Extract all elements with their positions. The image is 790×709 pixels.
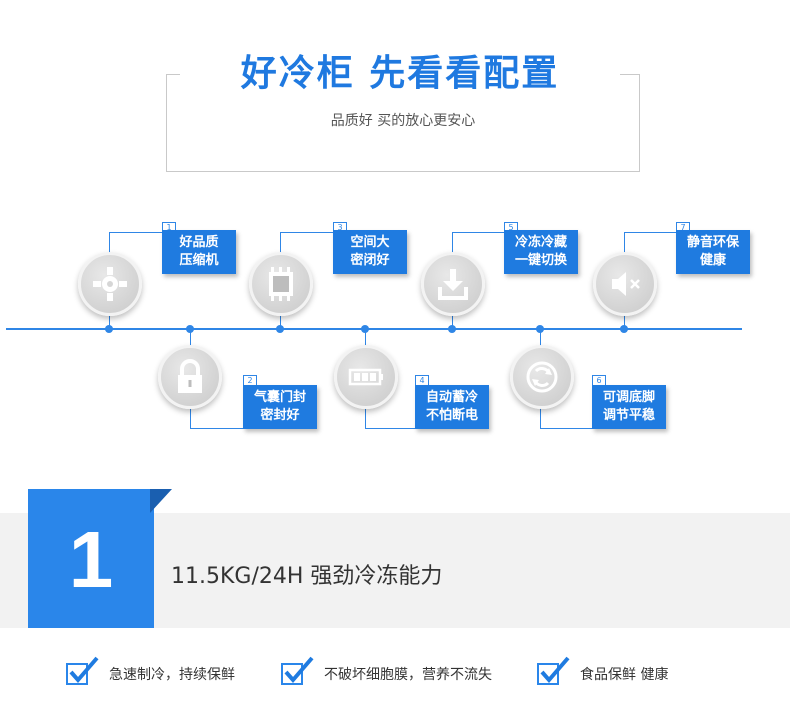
lock-icon <box>178 359 202 393</box>
feature-label-5-line1: 冷冻冷藏 <box>514 235 567 250</box>
feature-label-2-line2: 密封好 <box>260 408 300 423</box>
feature-label-5: 冷冻冷藏一键切换 <box>504 230 578 274</box>
feature-label-3-line2: 密闭好 <box>350 253 390 268</box>
timeline-dot-1 <box>105 325 113 333</box>
feature-circle-1 <box>78 252 142 316</box>
feature-label-3-line1: 空间大 <box>350 235 390 250</box>
feature-label-2-line1: 气囊门封 <box>253 390 306 405</box>
feature-circle-6 <box>510 345 574 409</box>
checkmark-icon <box>537 656 570 685</box>
timeline-dot-4 <box>361 325 369 333</box>
check-item-3-text: 食品保鲜 健康 <box>580 667 669 683</box>
feature-label-4-line1: 自动蓄冷 <box>425 390 478 405</box>
mute-icon <box>612 272 640 296</box>
feature-circle-7 <box>593 252 657 316</box>
highlight-fold <box>150 489 172 513</box>
timeline-dot-2 <box>186 325 194 333</box>
header-line-right <box>610 74 640 75</box>
timeline <box>6 328 742 330</box>
page-subtitle: 品质好 买的放心更安心 <box>330 113 476 129</box>
timeline-dot-5 <box>448 325 456 333</box>
chip-icon <box>269 267 293 301</box>
feature-label-7: 静音环保健康 <box>676 230 750 274</box>
feature-circle-5 <box>421 252 485 316</box>
timeline-dot-6 <box>536 325 544 333</box>
feature-label-1: 好品质压缩机 <box>162 230 236 274</box>
download-icon <box>438 269 468 300</box>
feature-label-5-line2: 一键切换 <box>514 253 567 268</box>
feature-label-4: 自动蓄冷不怕断电 <box>415 385 489 429</box>
feature-label-3: 空间大密闭好 <box>333 230 407 274</box>
connector-7-h <box>624 232 676 233</box>
battery-icon <box>348 368 383 386</box>
highlight-number-box <box>28 489 154 628</box>
page-title: 好冷柜 先看看配置 <box>180 44 620 96</box>
connector-1-h <box>109 232 162 233</box>
check-item-1-text: 急速制冷，持续保鲜 <box>109 667 235 683</box>
feature-label-2: 气囊门封密封好 <box>243 385 317 429</box>
feature-circle-3 <box>249 252 313 316</box>
highlight-number: 1 <box>68 515 114 604</box>
timeline-dot-7 <box>620 325 628 333</box>
checkmark-icon <box>66 656 99 685</box>
connector-3-h <box>280 232 333 233</box>
connector-2-h <box>190 428 243 429</box>
feature-label-1-line2: 压缩机 <box>179 253 219 268</box>
feature-circle-2 <box>158 345 222 409</box>
check-item-2-text: 不破坏细胞膜，营养不流失 <box>324 667 492 683</box>
feature-label-1-line1: 好品质 <box>179 235 219 250</box>
checkmark-icon <box>281 656 314 685</box>
feature-circle-4 <box>334 345 398 409</box>
connector-4-h <box>365 428 415 429</box>
feature-label-7-line2: 健康 <box>699 253 726 268</box>
header-frame <box>166 74 640 172</box>
feature-label-4-line2: 不怕断电 <box>425 408 478 423</box>
connector-6-h <box>540 428 592 429</box>
timeline-dot-3 <box>276 325 284 333</box>
feature-label-7-line1: 静音环保 <box>686 235 739 250</box>
feature-label-6: 可调底脚调节平稳 <box>592 385 666 429</box>
highlight-text: 11.5KG/24H 强劲冷冻能力 <box>171 564 443 589</box>
feature-label-6-line1: 可调底脚 <box>602 390 655 405</box>
connector-5-h <box>452 232 504 233</box>
gear-icon <box>93 267 127 301</box>
refresh-icon <box>526 361 558 393</box>
feature-label-6-line2: 调节平稳 <box>602 408 655 423</box>
